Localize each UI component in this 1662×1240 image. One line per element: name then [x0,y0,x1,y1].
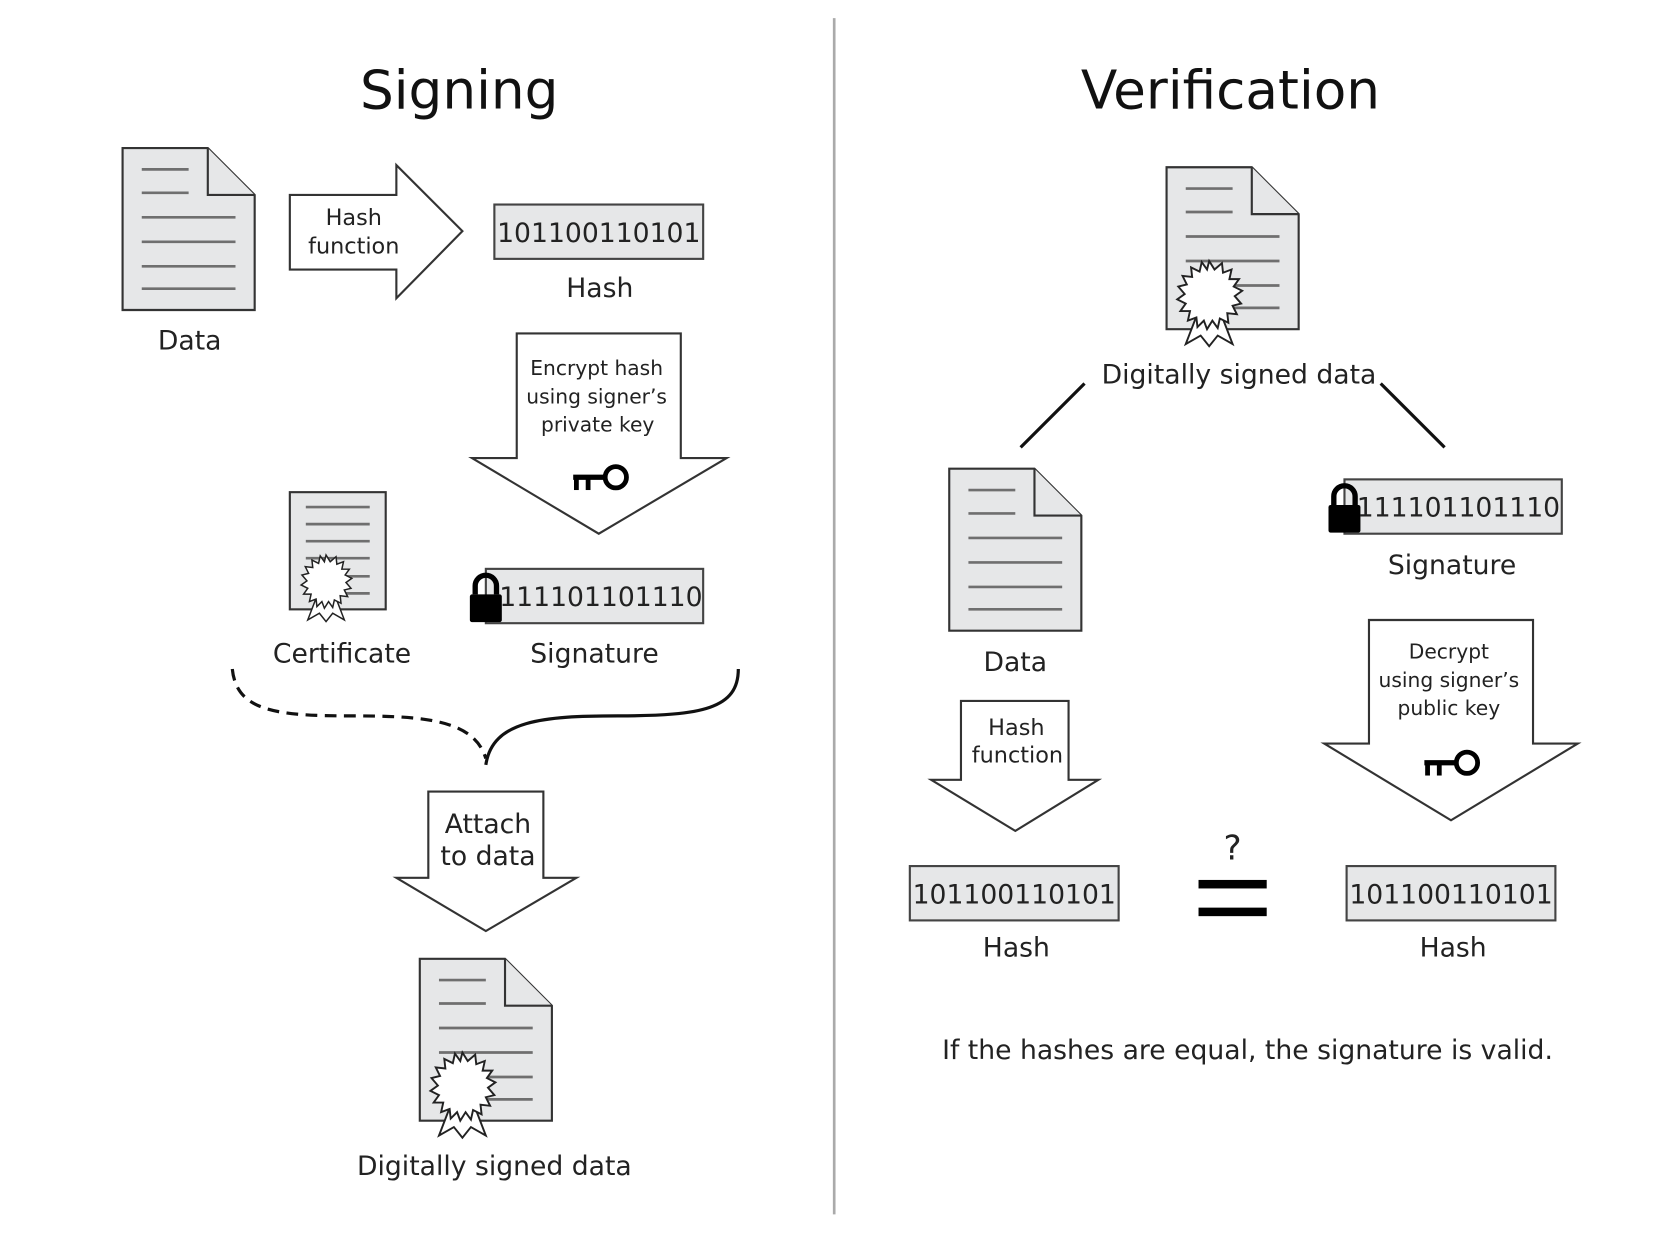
encrypt-hash-arrow [468,332,731,535]
comparison-question-mark: ? [1224,829,1242,869]
attach-arrow-label-line2: to data [440,841,535,872]
verification-hash-function-arrow [927,699,1103,833]
certificate-icon [288,491,387,623]
encrypt-arrow-label-line1: Encrypt hash [530,356,663,380]
signing-signed-data-label: Digitally signed data [357,1151,632,1182]
signing-hash-box [493,203,705,260]
verification-signature-box [1343,478,1563,535]
verification-data-document-icon [947,467,1083,632]
signing-data-label: Data [158,325,222,356]
decrypt-arrow-label-line3: public key [1398,696,1501,720]
data-document-icon [121,146,257,312]
encrypt-arrow-label-line2: using signer’s [526,385,667,409]
attach-arrow-label-line1: Attach [445,809,531,840]
verification-signed-data-label: Digitally signed data [1102,360,1377,391]
signing-hash-value: 101100110101 [497,218,700,249]
verification-signature-label: Signature [1388,550,1516,581]
verification-signature-value: 111101101110 [1357,493,1560,524]
verification-hash-right-value: 101100110101 [1349,879,1552,910]
signing-hash-label: Hash [566,273,633,304]
verification-data-label: Data [984,647,1048,678]
decrypt-arrow-label-line1: Decrypt [1409,639,1489,663]
certificate-optional-brace [230,668,488,759]
hash-function-arrow-label-line2: function [308,234,399,260]
hash-function-arrow [288,162,464,301]
signature-brace [484,669,740,766]
decrypt-arrow-label-line2: using signer’s [1379,668,1520,692]
equals-sign-top-bar [1198,879,1267,889]
equals-sign-bottom-bar [1198,907,1267,917]
verification-conclusion: If the hashes are equal, the signature i… [942,1035,1553,1066]
encrypt-arrow-label-line3: private key [541,412,654,436]
verification-hash-arrow-label-line1: Hash [988,715,1044,741]
verification-hash-left-label: Hash [983,933,1050,964]
verification-section: Verification Digitally signed data Data … [908,60,1582,1066]
verification-hash-left-value: 101100110101 [913,879,1116,910]
verification-hash-right-box [1345,865,1557,922]
decrypt-arrow [1320,618,1582,822]
signing-signature-value: 111101101110 [499,582,702,613]
split-line-left [1019,382,1086,449]
signing-signature-label: Signature [530,639,658,670]
certificate-label: Certificate [273,639,411,670]
split-line-right [1379,382,1446,449]
verification-title: Verification [1081,60,1380,122]
signed-document-icon [418,957,554,1139]
verification-hash-right-label: Hash [1420,933,1487,964]
verification-hash-left-box [908,865,1120,922]
hash-function-arrow-label-line1: Hash [326,205,382,231]
signing-title: Signing [360,60,559,122]
verification-hash-arrow-label-line2: function [972,743,1063,769]
attach-to-data-arrow [392,790,581,933]
signing-section: Signing Data Hash function 101100110101 … [121,60,740,1182]
verification-signed-document-icon [1165,165,1300,348]
